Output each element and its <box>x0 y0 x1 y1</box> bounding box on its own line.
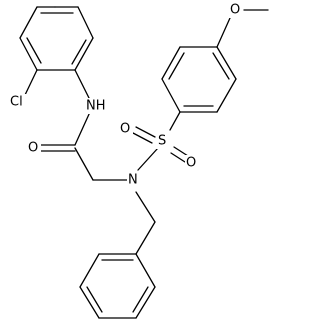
n-ch2-bond <box>135 191 156 223</box>
atom-o-carbonyl-label: O <box>28 141 38 156</box>
structure-canvas: Cl NH O N S O O O <box>9 2 269 319</box>
atom-o-sulfonyl-1-label: O <box>120 122 130 137</box>
atom-o-carbonyl: O <box>27 140 41 156</box>
ch2-phenyl-bond <box>135 221 156 255</box>
atom-o-sulfonyl-2-label: O <box>186 156 196 171</box>
atom-s: S <box>156 132 170 149</box>
s-o1-bond <box>135 126 156 138</box>
atom-cl: Cl <box>9 94 31 110</box>
s-aryl-bond <box>169 111 181 131</box>
s-o2-bond <box>173 146 189 157</box>
nh-carbonyl-bond <box>74 111 91 146</box>
atom-nh-label: NH <box>86 99 106 114</box>
atom-cl-label: Cl <box>10 95 23 110</box>
n-s-bond <box>137 147 159 171</box>
atom-nh: NH <box>84 98 110 114</box>
molecule-drawing: Cl NH O N S O O O <box>9 2 269 319</box>
atom-n: N <box>127 172 141 188</box>
atom-o-methoxy: O <box>229 2 243 18</box>
s-o1-bond-2 <box>132 132 153 144</box>
ring-cl-bond <box>24 69 38 96</box>
atom-o-sulfonyl-1: O <box>119 121 133 137</box>
ring-nh-bond <box>74 69 91 101</box>
ring-o-bond <box>216 17 231 48</box>
atom-n-label: N <box>128 173 138 188</box>
benzyl-phenyl-ring <box>79 253 156 319</box>
atom-s-label: S <box>158 134 166 149</box>
chlorophenyl-ring <box>19 6 94 71</box>
s-o2-bond-2 <box>170 152 186 163</box>
atom-o-sulfonyl-2: O <box>185 155 199 171</box>
atom-o-methoxy-label: O <box>230 3 240 18</box>
carbonyl-ch2-bond <box>74 147 94 181</box>
methoxyphenyl-ring <box>161 46 237 113</box>
